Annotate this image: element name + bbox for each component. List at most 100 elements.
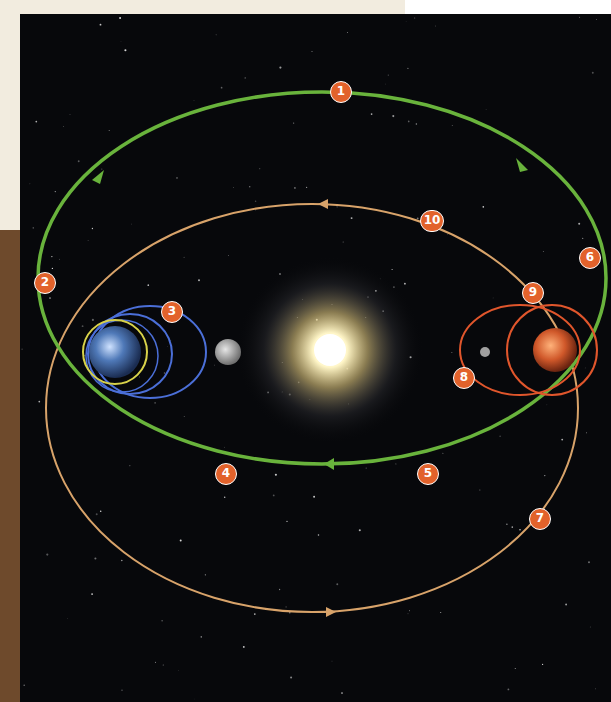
star	[588, 561, 590, 563]
star	[275, 474, 277, 476]
star	[154, 402, 156, 404]
arrowhead	[516, 158, 528, 172]
star	[279, 589, 280, 590]
star	[290, 676, 292, 678]
star	[155, 662, 156, 663]
star	[273, 494, 275, 496]
star	[579, 17, 580, 18]
star	[542, 664, 543, 665]
earth	[89, 326, 141, 378]
star	[451, 125, 453, 127]
star	[119, 17, 121, 19]
star	[388, 74, 389, 75]
page-margin	[405, 0, 611, 14]
star	[451, 352, 453, 354]
callout-number: 8	[453, 367, 475, 389]
star	[385, 83, 387, 85]
star	[331, 660, 333, 662]
star	[92, 228, 93, 229]
star	[228, 255, 230, 257]
sun	[235, 255, 425, 445]
star	[101, 168, 102, 169]
star	[417, 217, 419, 219]
star	[492, 297, 494, 299]
star	[82, 325, 84, 327]
star	[94, 558, 96, 560]
star	[408, 121, 410, 123]
star	[96, 513, 98, 515]
star	[507, 688, 509, 690]
return-trajectory	[46, 204, 578, 612]
star	[342, 241, 344, 243]
star	[592, 72, 594, 74]
star	[120, 41, 122, 43]
star	[543, 251, 544, 252]
callout-number: 4	[215, 463, 237, 485]
star	[91, 593, 93, 595]
transfer-trajectory	[38, 92, 606, 464]
star	[479, 489, 481, 491]
star	[29, 183, 31, 185]
moon	[215, 339, 241, 365]
star	[366, 467, 367, 468]
star	[161, 620, 162, 621]
star	[414, 17, 416, 19]
star	[506, 524, 507, 525]
star	[294, 187, 296, 189]
arrowhead	[326, 607, 336, 617]
star	[100, 24, 102, 26]
star	[313, 496, 315, 498]
page-margin	[0, 230, 20, 702]
star	[351, 217, 353, 219]
mars	[533, 328, 577, 372]
star	[589, 626, 591, 628]
star	[215, 34, 217, 36]
callout-number: 10	[420, 210, 445, 232]
star	[129, 465, 131, 467]
star	[233, 186, 235, 188]
star	[279, 67, 281, 69]
star	[447, 234, 449, 236]
star	[482, 206, 484, 208]
parking-orbit	[83, 320, 147, 384]
star	[293, 122, 294, 123]
star	[55, 191, 56, 192]
star	[178, 669, 180, 671]
star	[259, 168, 260, 169]
star	[318, 534, 320, 536]
star	[341, 692, 343, 694]
star	[435, 25, 437, 27]
star	[38, 401, 40, 403]
callout-number: 9	[522, 282, 544, 304]
star	[78, 160, 80, 162]
star	[485, 109, 487, 111]
star	[183, 415, 185, 417]
star	[249, 186, 250, 187]
star	[392, 269, 393, 270]
star	[404, 283, 406, 285]
star	[561, 439, 563, 441]
star	[92, 319, 94, 321]
star	[337, 206, 338, 207]
star	[405, 20, 407, 22]
star	[205, 574, 206, 575]
star	[596, 19, 598, 21]
star	[409, 610, 411, 612]
star	[23, 684, 25, 686]
star	[147, 284, 149, 286]
star	[442, 453, 443, 454]
star	[59, 258, 61, 260]
star	[124, 49, 126, 51]
star	[63, 126, 65, 128]
star	[46, 554, 48, 556]
sun-core	[314, 334, 346, 366]
star	[255, 201, 257, 203]
star	[33, 227, 35, 229]
star	[311, 51, 312, 52]
star	[224, 497, 226, 499]
star	[395, 463, 397, 465]
star	[224, 446, 226, 448]
star	[221, 87, 223, 89]
star	[214, 364, 216, 366]
